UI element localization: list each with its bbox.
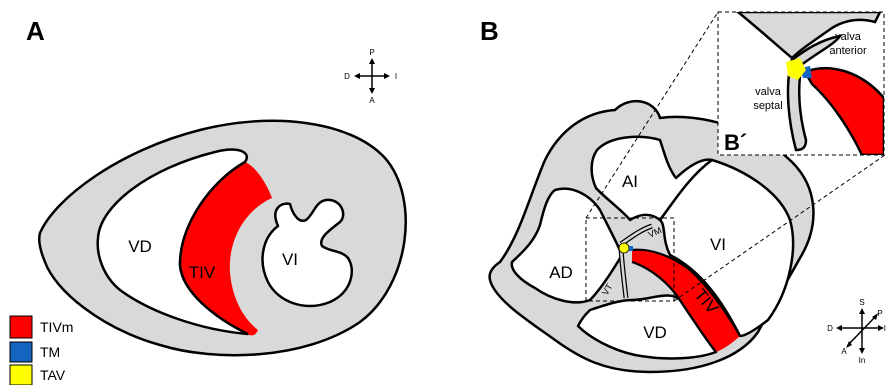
compass-a: P A D I — [344, 48, 397, 105]
panel-b-prime-letter: B´ — [724, 130, 747, 155]
anterior-label-line1: valva — [835, 31, 862, 43]
compass-a-left: D — [344, 72, 350, 81]
compass-a-bottom: A — [369, 96, 375, 105]
av-septum-dot-b — [619, 243, 629, 253]
compass-a-right: I — [395, 72, 397, 81]
legend-swatch-tm — [10, 342, 32, 362]
ra-label-b: AD — [549, 263, 573, 282]
panel-b-letter: B — [480, 16, 499, 46]
compass-b-top: S — [859, 298, 864, 307]
septal-label-line2: septal — [753, 100, 782, 112]
legend-swatch-tav — [10, 365, 32, 385]
legend-label-tm: TM — [40, 344, 60, 360]
septum-label-a: TIV — [189, 263, 216, 282]
septal-label-line1: valva — [755, 86, 782, 98]
compass-b-left: D — [827, 324, 833, 333]
la-label-b: AI — [622, 172, 638, 191]
lv-label-b: VI — [710, 235, 726, 254]
panel-a: A P A D I VD TIV VI — [26, 16, 406, 355]
compass-b-bottom: In — [859, 356, 866, 365]
compass-b-lower-left: A — [841, 347, 847, 356]
anterior-label-line2: anterior — [829, 45, 867, 57]
compass-b: S In D I P A — [827, 298, 886, 365]
panel-a-letter: A — [26, 16, 45, 46]
compass-b-upper-right: P — [877, 309, 882, 318]
legend: TIVm TM TAV — [10, 316, 73, 385]
compass-a-top: P — [369, 48, 374, 57]
lv-label-a: VI — [282, 250, 298, 269]
compass-b-right: I — [884, 324, 886, 333]
legend-swatch-tivm — [10, 316, 32, 338]
rv-label-a: VD — [128, 237, 152, 256]
legend-label-tivm: TIVm — [40, 319, 73, 335]
zoom-panel: valva anterior valva septal B´ — [718, 12, 884, 155]
legend-label-tav: TAV — [40, 367, 66, 383]
membranous-septum-b — [629, 246, 633, 251]
rv-label-b: VD — [643, 323, 667, 342]
